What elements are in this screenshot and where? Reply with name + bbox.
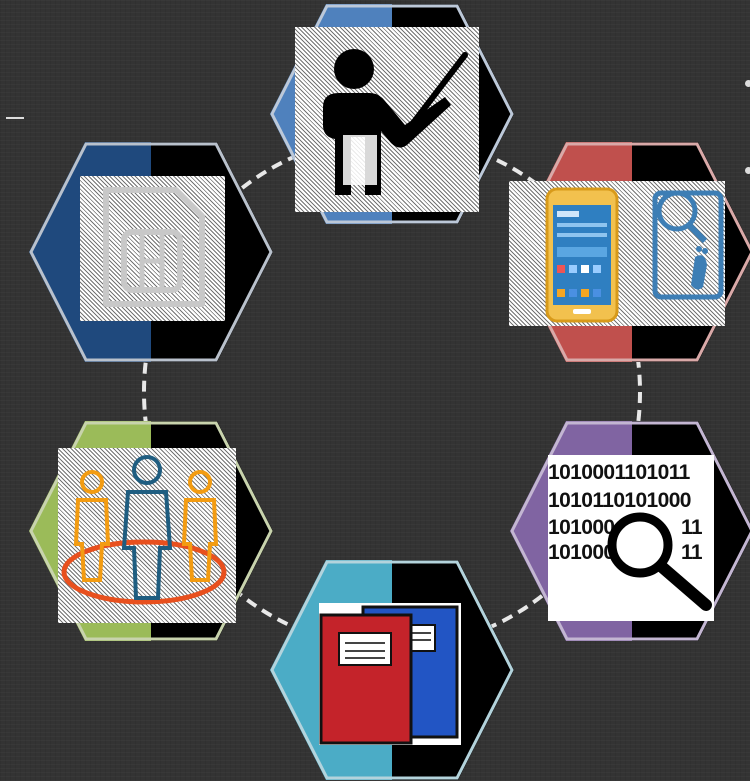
binary-line-3-end: 11 (681, 516, 703, 539)
binary-line-4-end: 11 (681, 541, 703, 564)
binary-line-1: 1010001101011 (548, 461, 690, 484)
presenter-icon (295, 27, 479, 212)
binary-line-3: 101000 (548, 516, 615, 539)
binary-search-icon: 1010001101011 1010110101000 101000 11 10… (548, 455, 714, 621)
notebooks-icon (319, 603, 461, 745)
magnifier-icon (607, 512, 712, 611)
binary-line-4: 101000 (548, 541, 615, 564)
smartphone-footprint-icon (509, 181, 725, 326)
binary-line-2: 1010110101000 (548, 489, 691, 512)
sim-card-icon (80, 176, 225, 321)
bullet-dot (745, 80, 750, 87)
people-group-icon (58, 448, 236, 623)
slide-text-dash (6, 117, 24, 119)
bullet-dot (745, 167, 750, 174)
